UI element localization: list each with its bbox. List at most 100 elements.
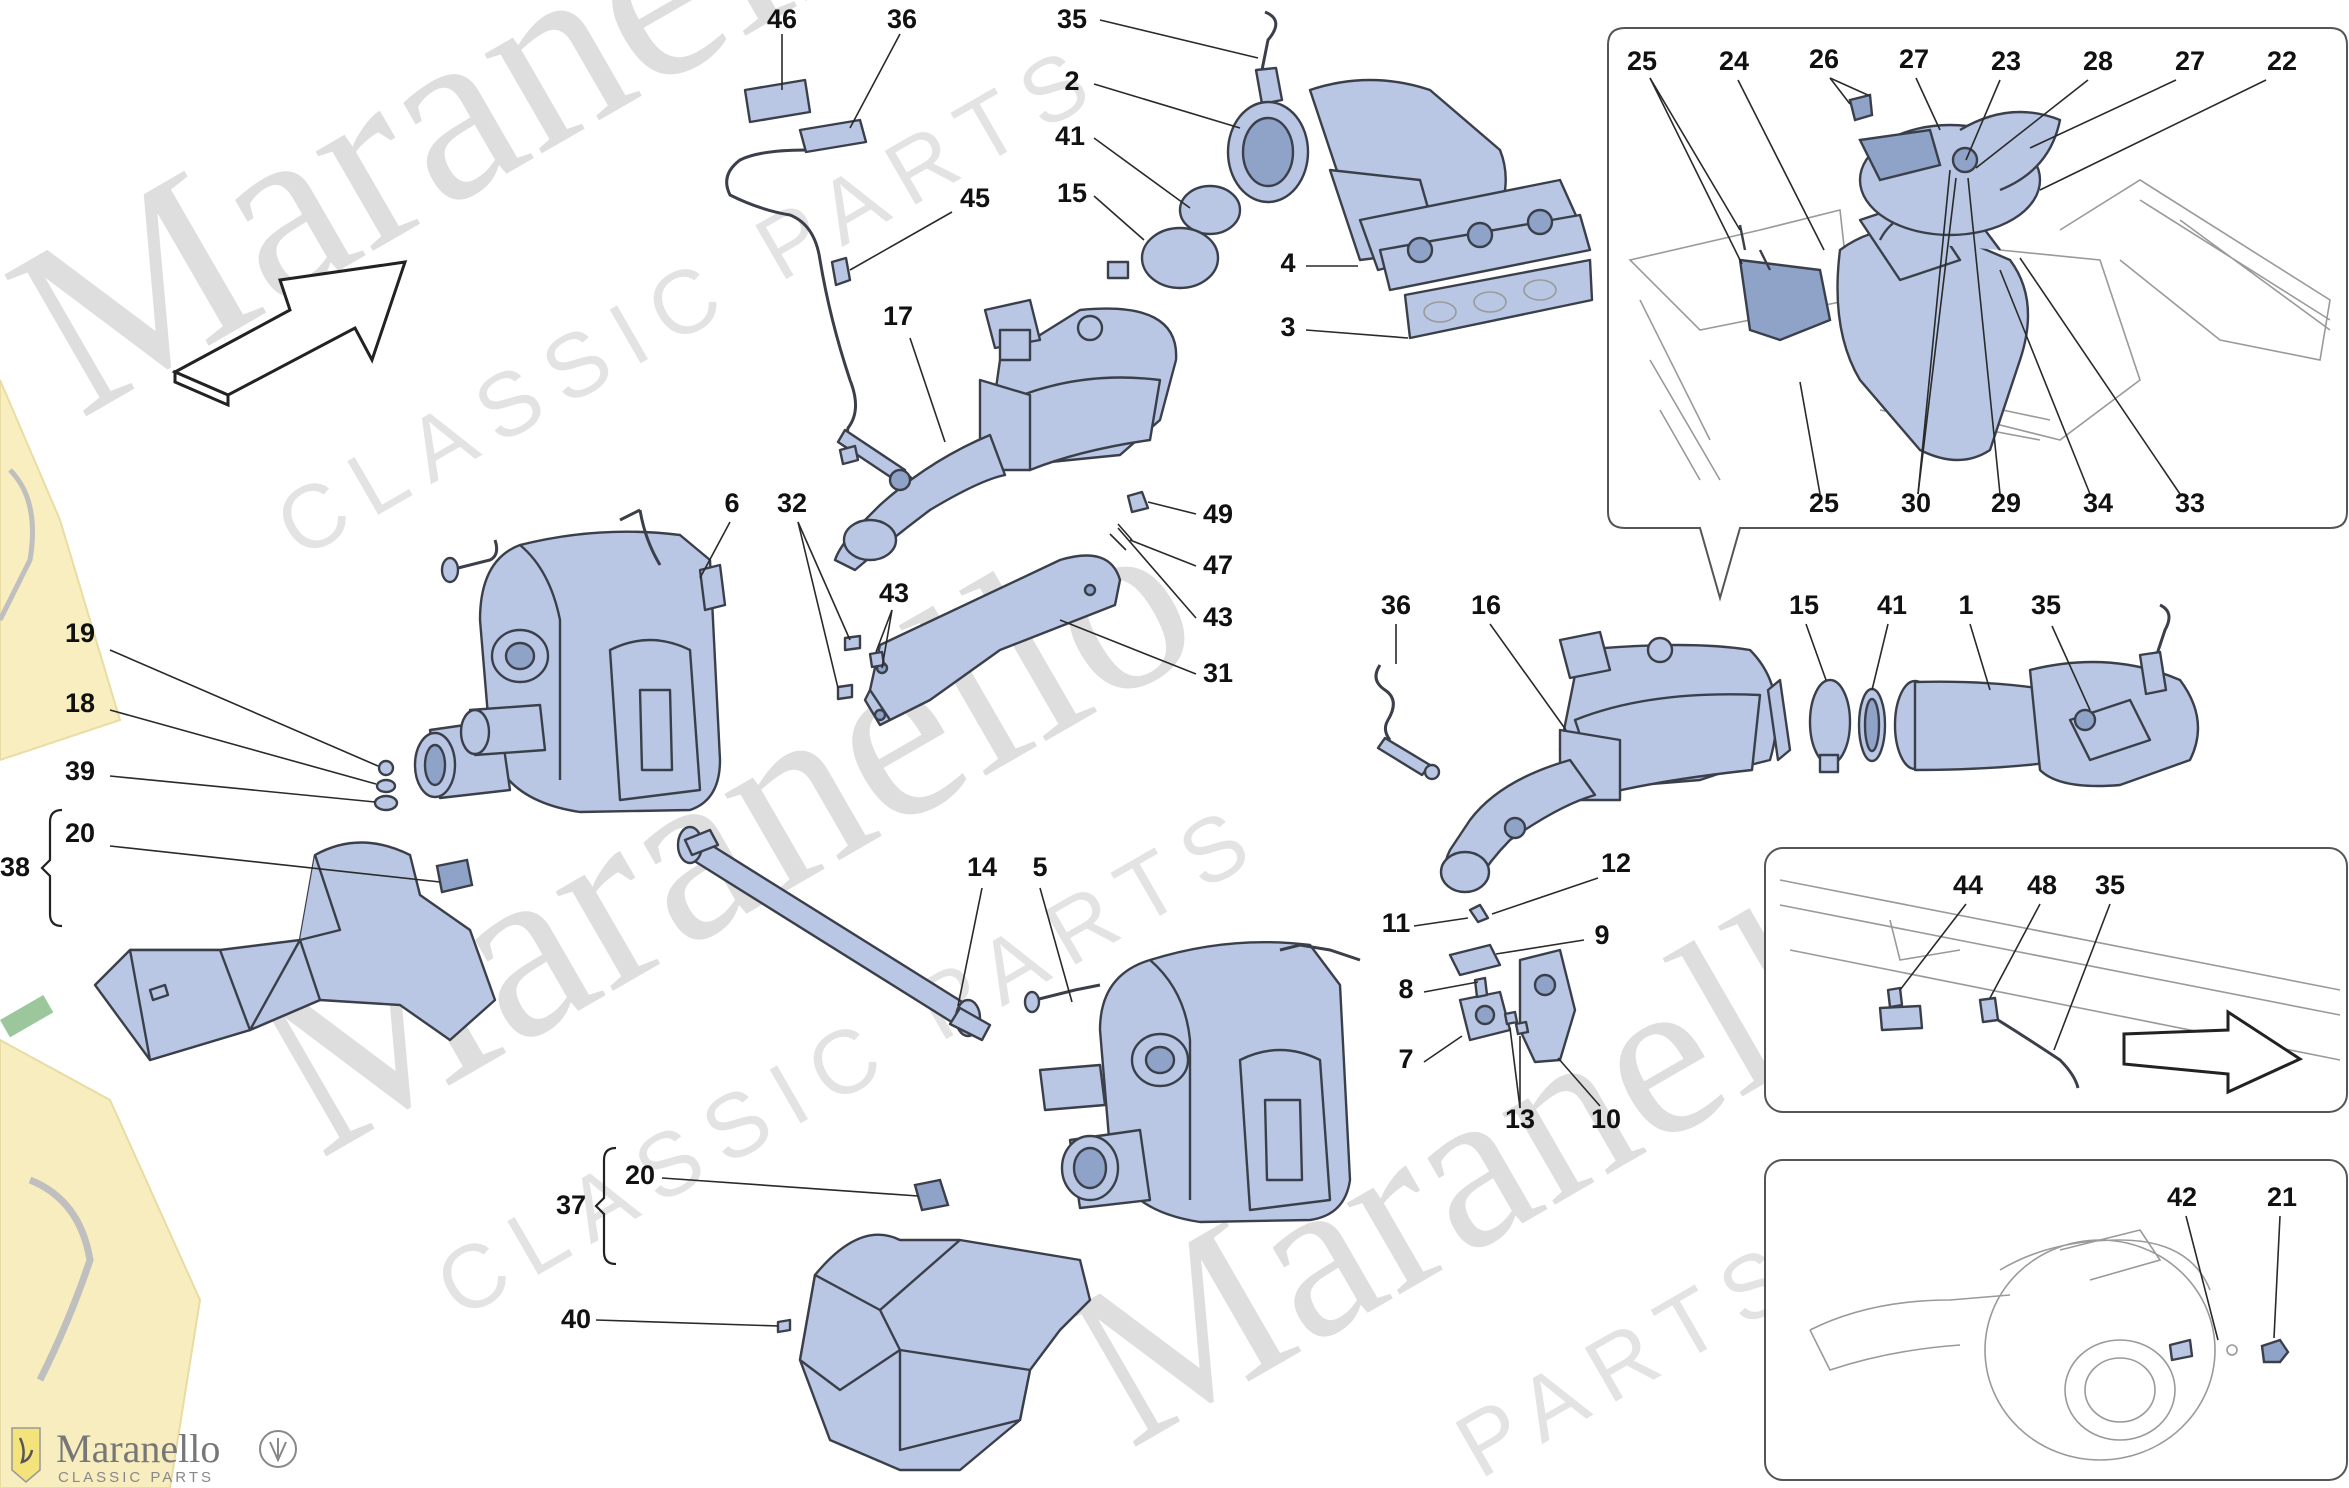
- brace-label-37: 37: [556, 1190, 586, 1220]
- leader-line-c6: [699, 521, 731, 579]
- leader-line-c5: [1039, 887, 1073, 1003]
- shield-emblem-fragments: [0, 379, 202, 1488]
- callout-label-c49: 49: [1203, 499, 1233, 529]
- callout-label-c25b: 25: [1809, 488, 1839, 518]
- leader-line-c27a: [1915, 77, 1941, 131]
- callout-label-c30: 30: [1901, 488, 1931, 518]
- leader-line-c8: [1423, 981, 1479, 993]
- leader-line-c29: [1967, 177, 2001, 495]
- callout-label-c13: 13: [1505, 1104, 1535, 1134]
- leader-line-c45: [849, 211, 953, 271]
- callout-label-c7: 7: [1398, 1044, 1413, 1074]
- leader-line-c12: [1491, 877, 1599, 915]
- brace-label-38: 38: [0, 852, 30, 882]
- leader-line-c3: [1305, 329, 1409, 339]
- leader-line-c30-b: [1917, 177, 1957, 495]
- callout-label-c10: 10: [1591, 1104, 1621, 1134]
- leader-line-c41a: [1093, 137, 1191, 209]
- brace-38: 38: [0, 808, 63, 928]
- leader-line-c48: [1989, 903, 2041, 999]
- callout-label-c12: 12: [1601, 848, 1631, 878]
- leader-line-c20a: [109, 845, 441, 883]
- leader-line-c43b: [1117, 527, 1197, 619]
- callout-label-c19: 19: [65, 618, 95, 648]
- callout-label-c32: 32: [777, 488, 807, 518]
- leader-line-c10: [1557, 1057, 1601, 1107]
- callout-label-c41a: 41: [1055, 121, 1085, 151]
- callout-label-c4: 4: [1280, 248, 1295, 278]
- callout-label-c36b: 36: [1381, 590, 1411, 620]
- leader-line-c13: [1509, 1027, 1521, 1109]
- leader-line-c47: [1129, 539, 1197, 567]
- callout-label-c33: 33: [2175, 488, 2205, 518]
- leader-line-c43a-b: [881, 609, 893, 669]
- logo-name: Maranello: [56, 1426, 220, 1471]
- leader-line-c24: [1737, 79, 1825, 251]
- leader-line-c32-b: [797, 521, 839, 689]
- inset-sensor-wiring: [1764, 847, 2348, 1113]
- callout-label-c35b: 35: [2031, 590, 2061, 620]
- leader-line-c7: [1423, 1035, 1463, 1063]
- callout-label-c15b: 15: [1789, 590, 1819, 620]
- muffler-6: [413, 508, 727, 814]
- callout-label-c2: 2: [1064, 66, 1079, 96]
- callout-label-c48: 48: [2027, 870, 2057, 900]
- callout-label-c39: 39: [65, 756, 95, 786]
- leader-line-c19: [109, 649, 379, 767]
- callout-label-c9: 9: [1594, 920, 1609, 950]
- callout-label-c44: 44: [1953, 870, 1983, 900]
- leader-line-c44: [1899, 903, 1967, 991]
- fasteners-32-43: [836, 490, 1150, 701]
- callout-label-c18: 18: [65, 688, 95, 718]
- callout-label-c35c: 35: [2095, 870, 2125, 900]
- leader-line-c34: [1999, 269, 2091, 495]
- leader-line-c36a: [849, 33, 901, 129]
- leader-line-c25a: [1649, 77, 1743, 265]
- leader-line-c2: [1093, 83, 1241, 129]
- callout-label-c46: 46: [767, 4, 797, 34]
- inset-manifold-mounting: [1607, 27, 2348, 602]
- callout-label-c31: 31: [1203, 658, 1233, 688]
- catalyst-16: [1439, 630, 1792, 894]
- leader-line-c27b: [2029, 79, 2177, 149]
- brace-37: 37: [556, 1146, 617, 1266]
- leader-line-c33: [2019, 257, 2181, 495]
- callout-label-c28: 28: [2083, 46, 2113, 76]
- callout-label-c34: 34: [2083, 488, 2113, 518]
- leader-line-c26: [1829, 77, 1851, 105]
- leader-line-c26-b: [1829, 77, 1871, 97]
- leader-line-c20b: [661, 1177, 919, 1197]
- leader-line-c39: [109, 775, 376, 803]
- trident-icon: [11, 1427, 41, 1483]
- callout-label-c27a: 27: [1899, 44, 1929, 74]
- tailpipe-14: [676, 825, 992, 1042]
- leader-line-c25b: [1799, 381, 1821, 495]
- direction-arrow-icon: [171, 260, 408, 397]
- lambda-sensor-right: [1374, 664, 1441, 781]
- leader-line-c23: [1965, 79, 2001, 161]
- catalyst-17: [833, 298, 1178, 572]
- leader-lines: [109, 19, 2281, 1341]
- callout-label-c15a: 15: [1057, 178, 1087, 208]
- callout-label-c43a: 43: [879, 578, 909, 608]
- callout-label-c47: 47: [1203, 550, 1233, 580]
- callout-label-c40: 40: [561, 1304, 591, 1334]
- muffler-5: [1023, 940, 1361, 1224]
- leader-line-c21: [2273, 1215, 2281, 1339]
- callout-label-c26: 26: [1809, 44, 1839, 74]
- heat-shield-38: [93, 841, 497, 1062]
- leader-line-c22: [2039, 79, 2267, 191]
- callout-label-c35a: 35: [1057, 4, 1087, 34]
- callout-label-c29: 29: [1991, 488, 2021, 518]
- leader-line-c40: [595, 1319, 779, 1327]
- heat-shield-37: [776, 1178, 1092, 1472]
- leader-line-c31: [1059, 619, 1197, 675]
- callout-label-c1: 1: [1958, 590, 1973, 620]
- callout-label-c5: 5: [1032, 852, 1047, 882]
- leader-line-c16: [1489, 623, 1567, 731]
- callout-label-c20a: 20: [65, 818, 95, 848]
- leader-line-c15b: [1805, 623, 1827, 681]
- callout-label-c16: 16: [1471, 590, 1501, 620]
